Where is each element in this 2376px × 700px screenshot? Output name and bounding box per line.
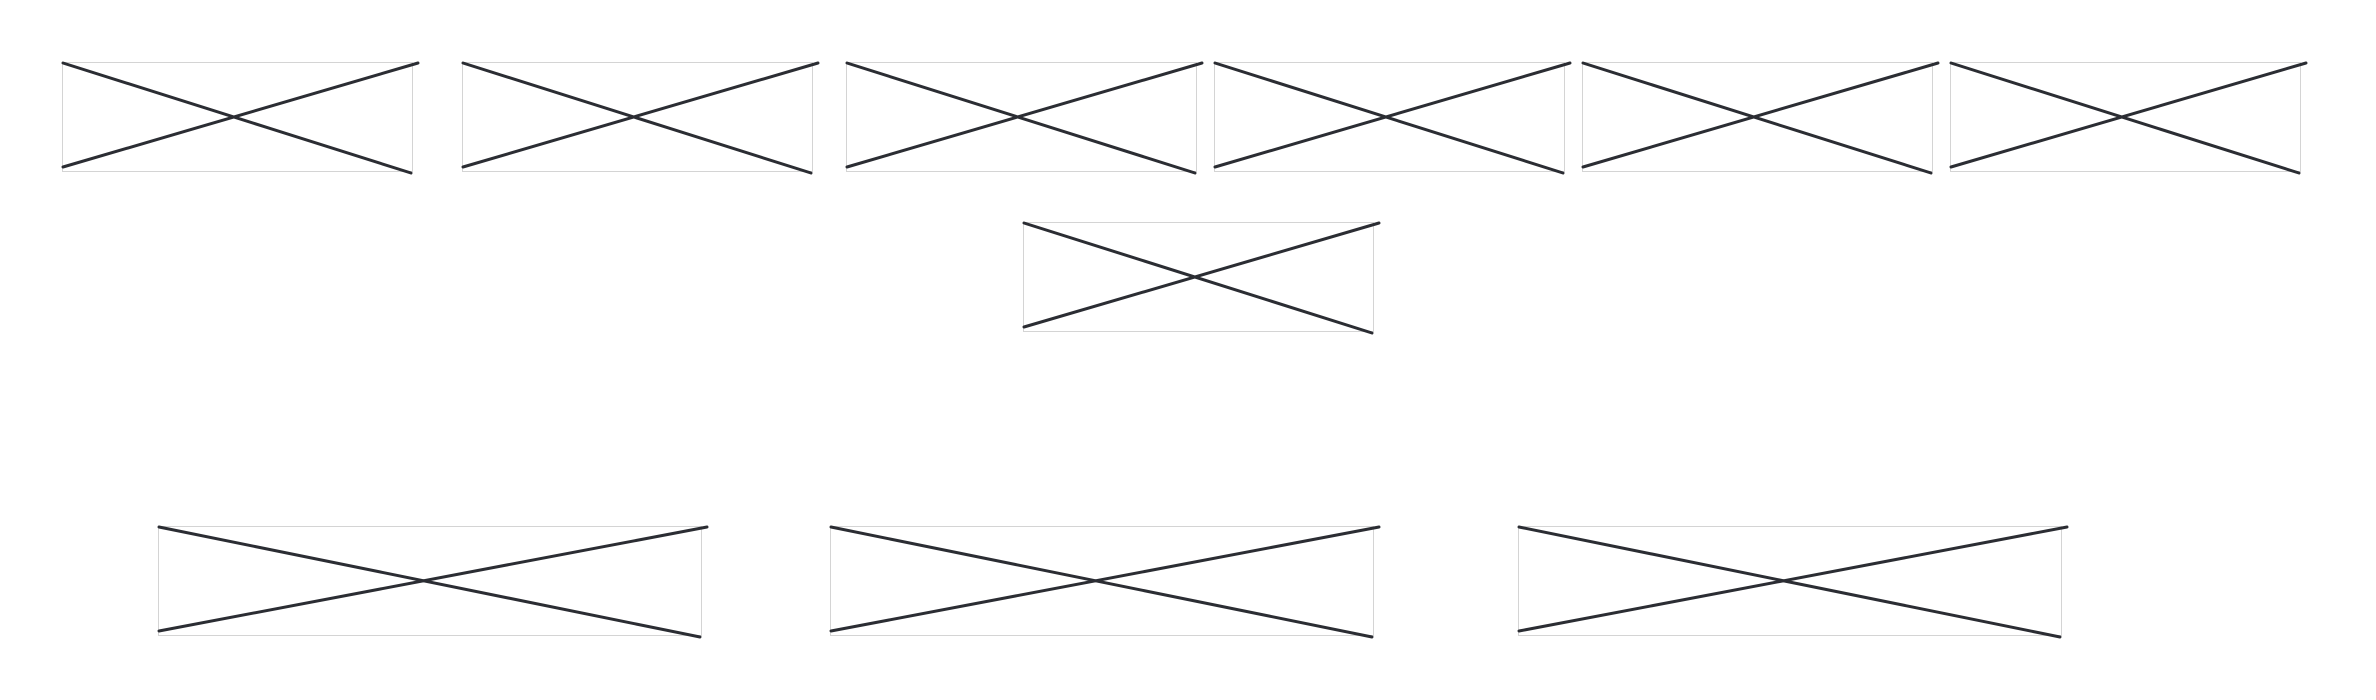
cross-line-descending bbox=[1581, 61, 1933, 175]
image-placeholder-9 bbox=[829, 525, 1381, 639]
image-placeholder-1 bbox=[61, 61, 420, 175]
image-placeholder-4 bbox=[1213, 61, 1572, 175]
cross-line-descending bbox=[157, 525, 702, 639]
image-placeholder-5 bbox=[1581, 61, 1940, 175]
cross-line-descending bbox=[1517, 525, 2062, 639]
cross-line-descending bbox=[461, 61, 813, 175]
image-placeholder-icon bbox=[1517, 525, 2069, 639]
image-placeholder-icon bbox=[61, 61, 420, 175]
cross-line-descending bbox=[829, 525, 1374, 639]
cross-line-ascending bbox=[461, 61, 820, 169]
image-placeholder-8 bbox=[157, 525, 709, 639]
cross-line-ascending bbox=[829, 525, 1381, 633]
image-placeholder-icon bbox=[1022, 221, 1381, 335]
cross-line-descending bbox=[1022, 221, 1374, 335]
cross-line-ascending bbox=[157, 525, 709, 633]
cross-line-descending bbox=[61, 61, 413, 175]
image-placeholder-icon bbox=[157, 525, 709, 639]
cross-line-ascending bbox=[1213, 61, 1572, 169]
cross-line-descending bbox=[1213, 61, 1565, 175]
cross-line-ascending bbox=[61, 61, 420, 169]
cross-line-descending bbox=[1949, 61, 2301, 175]
image-placeholder-icon bbox=[1581, 61, 1940, 175]
cross-line-descending bbox=[845, 61, 1197, 175]
image-placeholder-7 bbox=[1022, 221, 1381, 335]
image-placeholder-3 bbox=[845, 61, 1204, 175]
cross-line-ascending bbox=[845, 61, 1204, 169]
image-placeholder-icon bbox=[829, 525, 1381, 639]
image-placeholder-icon bbox=[1949, 61, 2308, 175]
cross-line-ascending bbox=[1949, 61, 2308, 169]
image-placeholder-10 bbox=[1517, 525, 2069, 639]
image-placeholder-6 bbox=[1949, 61, 2308, 175]
image-placeholder-2 bbox=[461, 61, 820, 175]
cross-line-ascending bbox=[1022, 221, 1381, 329]
image-placeholder-icon bbox=[1213, 61, 1572, 175]
cross-line-ascending bbox=[1517, 525, 2069, 633]
cross-line-ascending bbox=[1581, 61, 1940, 169]
image-placeholder-icon bbox=[461, 61, 820, 175]
image-placeholder-icon bbox=[845, 61, 1204, 175]
